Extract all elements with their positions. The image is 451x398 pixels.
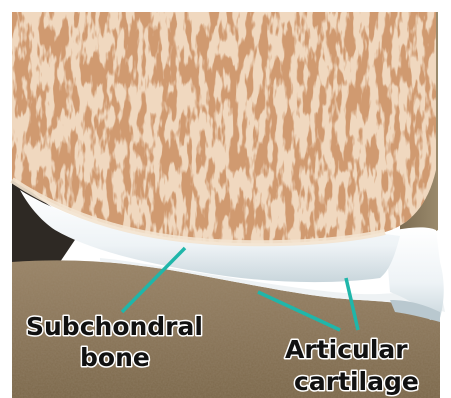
label-articular-line1: Articular: [285, 335, 408, 364]
label-subchondral-line1: Subchondral: [26, 312, 203, 341]
label-subchondral-line2: bone: [80, 343, 150, 372]
label-articular-line2: cartilage: [294, 367, 419, 396]
